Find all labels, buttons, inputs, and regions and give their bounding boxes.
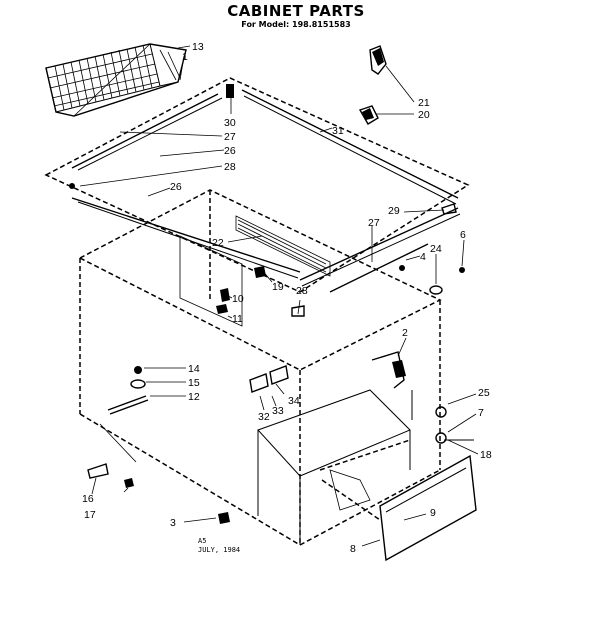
callout-10: 10 bbox=[232, 293, 244, 305]
wire-basket bbox=[45, 43, 187, 117]
callout-22: 22 bbox=[212, 237, 224, 249]
callout-27a: 27 bbox=[224, 131, 236, 143]
callout-4: 4 bbox=[420, 251, 426, 263]
callout-32: 32 bbox=[258, 411, 270, 423]
callout-28b: 28 bbox=[296, 285, 308, 297]
callout-30: 30 bbox=[224, 117, 236, 129]
leader-lines bbox=[79, 45, 479, 547]
callout-26a: 26 bbox=[224, 145, 236, 157]
callout-8: 8 bbox=[350, 543, 356, 555]
callout-labels: 13 1 21 20 30 31 27 26 28 26 29 22 27 6 … bbox=[82, 41, 492, 555]
callout-15: 15 bbox=[188, 377, 200, 389]
callout-28a: 28 bbox=[224, 161, 236, 173]
callout-7: 7 bbox=[478, 407, 484, 419]
diagram-title: CABINET PARTS bbox=[227, 2, 365, 20]
callout-11: 11 bbox=[232, 313, 243, 325]
callout-17: 17 bbox=[84, 509, 96, 521]
callout-29: 29 bbox=[388, 205, 400, 217]
lid-small-parts bbox=[69, 84, 457, 215]
footer: A5 JULY, 1984 bbox=[198, 537, 240, 555]
thermostat-parts bbox=[371, 351, 413, 420]
callout-26b: 26 bbox=[170, 181, 182, 193]
access-panel bbox=[379, 454, 477, 562]
callout-3: 3 bbox=[170, 517, 176, 529]
callout-27b: 27 bbox=[368, 217, 380, 229]
compressor-compartment bbox=[257, 389, 411, 545]
callout-2: 2 bbox=[402, 327, 408, 339]
callout-14: 14 bbox=[188, 363, 200, 375]
lid-breaker-strips bbox=[71, 89, 461, 293]
callout-1: 1 bbox=[182, 51, 188, 63]
callout-16: 16 bbox=[82, 493, 94, 505]
callout-31: 31 bbox=[332, 125, 344, 137]
hinge-parts bbox=[358, 45, 387, 125]
callout-20: 20 bbox=[418, 109, 430, 121]
callout-19: 19 bbox=[272, 281, 284, 293]
callout-18: 18 bbox=[480, 449, 492, 461]
model-subtitle: For Model: 198.8151583 bbox=[241, 20, 351, 29]
callout-34: 34 bbox=[288, 395, 300, 407]
footer-code: A5 bbox=[198, 537, 207, 545]
callout-25: 25 bbox=[478, 387, 490, 399]
footer-date: JULY, 1984 bbox=[198, 546, 241, 554]
lid-outline bbox=[44, 77, 470, 293]
callout-6: 6 bbox=[460, 229, 466, 241]
callout-13: 13 bbox=[192, 41, 204, 53]
callout-21: 21 bbox=[418, 97, 430, 109]
hardware-parts bbox=[87, 265, 474, 524]
callout-33: 33 bbox=[272, 405, 284, 417]
cabinet-body bbox=[78, 189, 442, 546]
callout-12: 12 bbox=[188, 391, 200, 403]
callout-9: 9 bbox=[430, 507, 436, 519]
callout-24: 24 bbox=[430, 243, 442, 255]
